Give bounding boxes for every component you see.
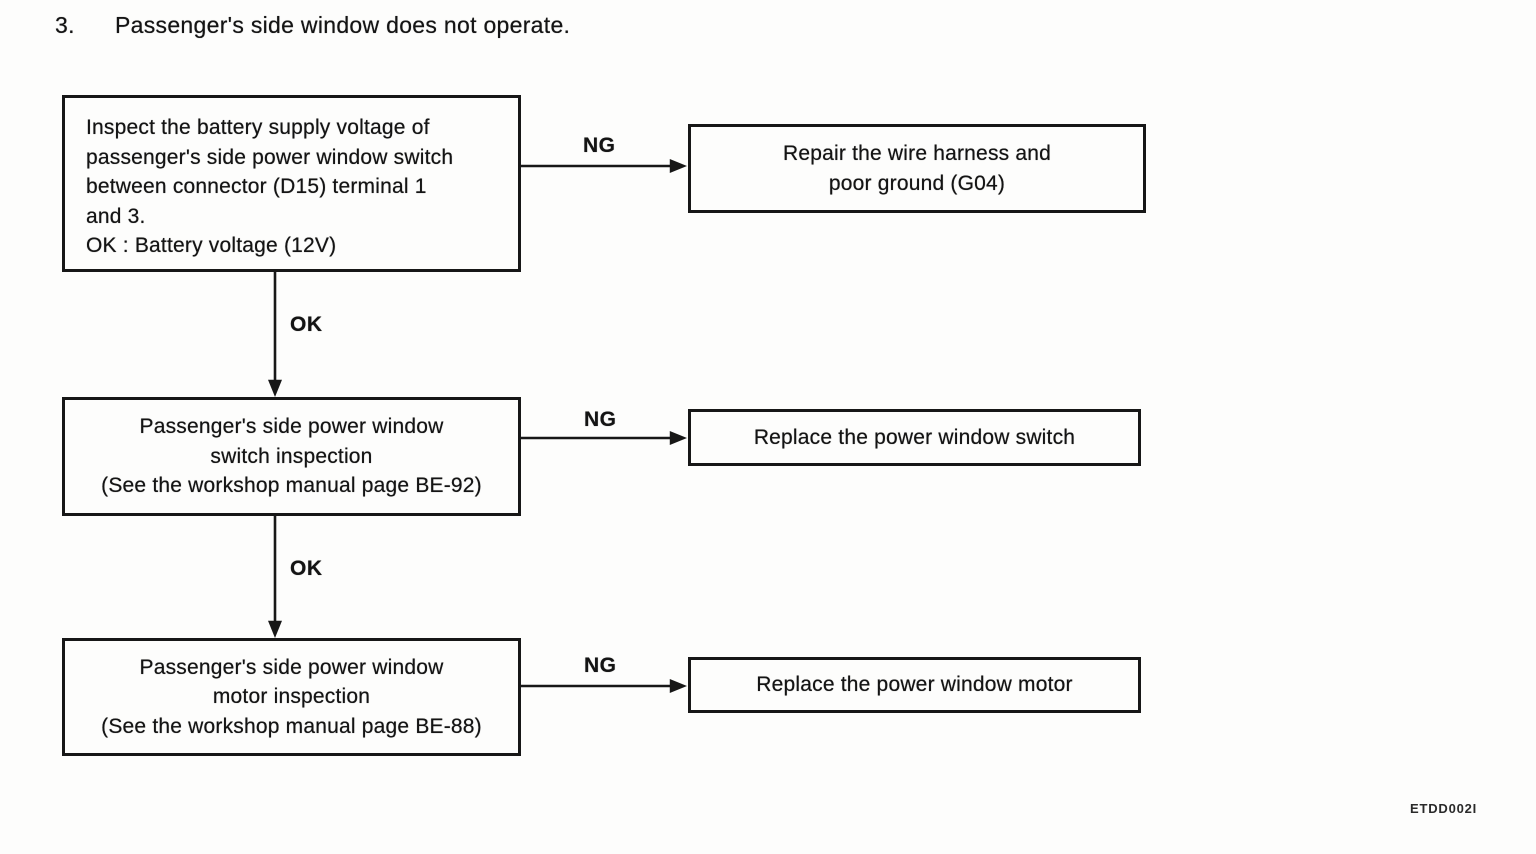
box-text-line: switch inspection xyxy=(210,444,373,468)
flow-box-replace-window-switch: Replace the power window switch xyxy=(688,409,1141,466)
page-title-number: 3. xyxy=(55,12,75,38)
box-text-line: Replace the power window switch xyxy=(753,425,1076,449)
edge-label-ng-3: NG xyxy=(584,654,617,677)
figure-code: ETDD002I xyxy=(1410,801,1478,816)
page-title: 3. Passenger's side window does not opera… xyxy=(55,12,570,39)
flow-box-window-motor-inspection: Passenger's side power window motor insp… xyxy=(62,638,521,756)
box-text-line: Inspect the battery supply voltage of xyxy=(86,116,430,139)
flow-box-window-switch-inspection: Passenger's side power window switch ins… xyxy=(62,397,521,516)
edge-label-ng-2: NG xyxy=(584,408,617,431)
flow-box-repair-wire-harness: Repair the wire harness and poor ground … xyxy=(688,124,1146,213)
edge-label-ok-1: OK xyxy=(290,313,323,336)
box-text-line: passenger's side power window switch xyxy=(86,145,454,169)
box-text-line: (See the workshop manual page BE-88) xyxy=(101,714,482,738)
box-text-line: Passenger's side power window xyxy=(139,655,444,679)
box-text-line: and 3. xyxy=(86,204,146,228)
edge-label-ok-2: OK xyxy=(290,557,323,580)
box-text-line: OK : Battery voltage (12V) xyxy=(86,234,337,257)
box-text-line: Repair the wire harness and xyxy=(782,142,1052,165)
box-text-line: between connector (D15) terminal 1 xyxy=(86,175,427,198)
flow-box-replace-window-motor: Replace the power window motor xyxy=(688,657,1141,713)
box-text-line: motor inspection xyxy=(212,685,371,709)
page-title-text: Passenger's side window does not operate… xyxy=(115,12,571,38)
box-text-line: Replace the power window motor xyxy=(756,673,1073,697)
flow-box-battery-voltage-inspection: Inspect the battery supply voltage of pa… xyxy=(62,95,521,272)
box-text-line: Passenger's side power window xyxy=(139,415,444,439)
box-text-line: poor ground (G04) xyxy=(828,171,1006,195)
edge-label-ng-1: NG xyxy=(583,134,616,157)
box-text-line: (See the workshop manual page BE-92) xyxy=(101,474,482,498)
